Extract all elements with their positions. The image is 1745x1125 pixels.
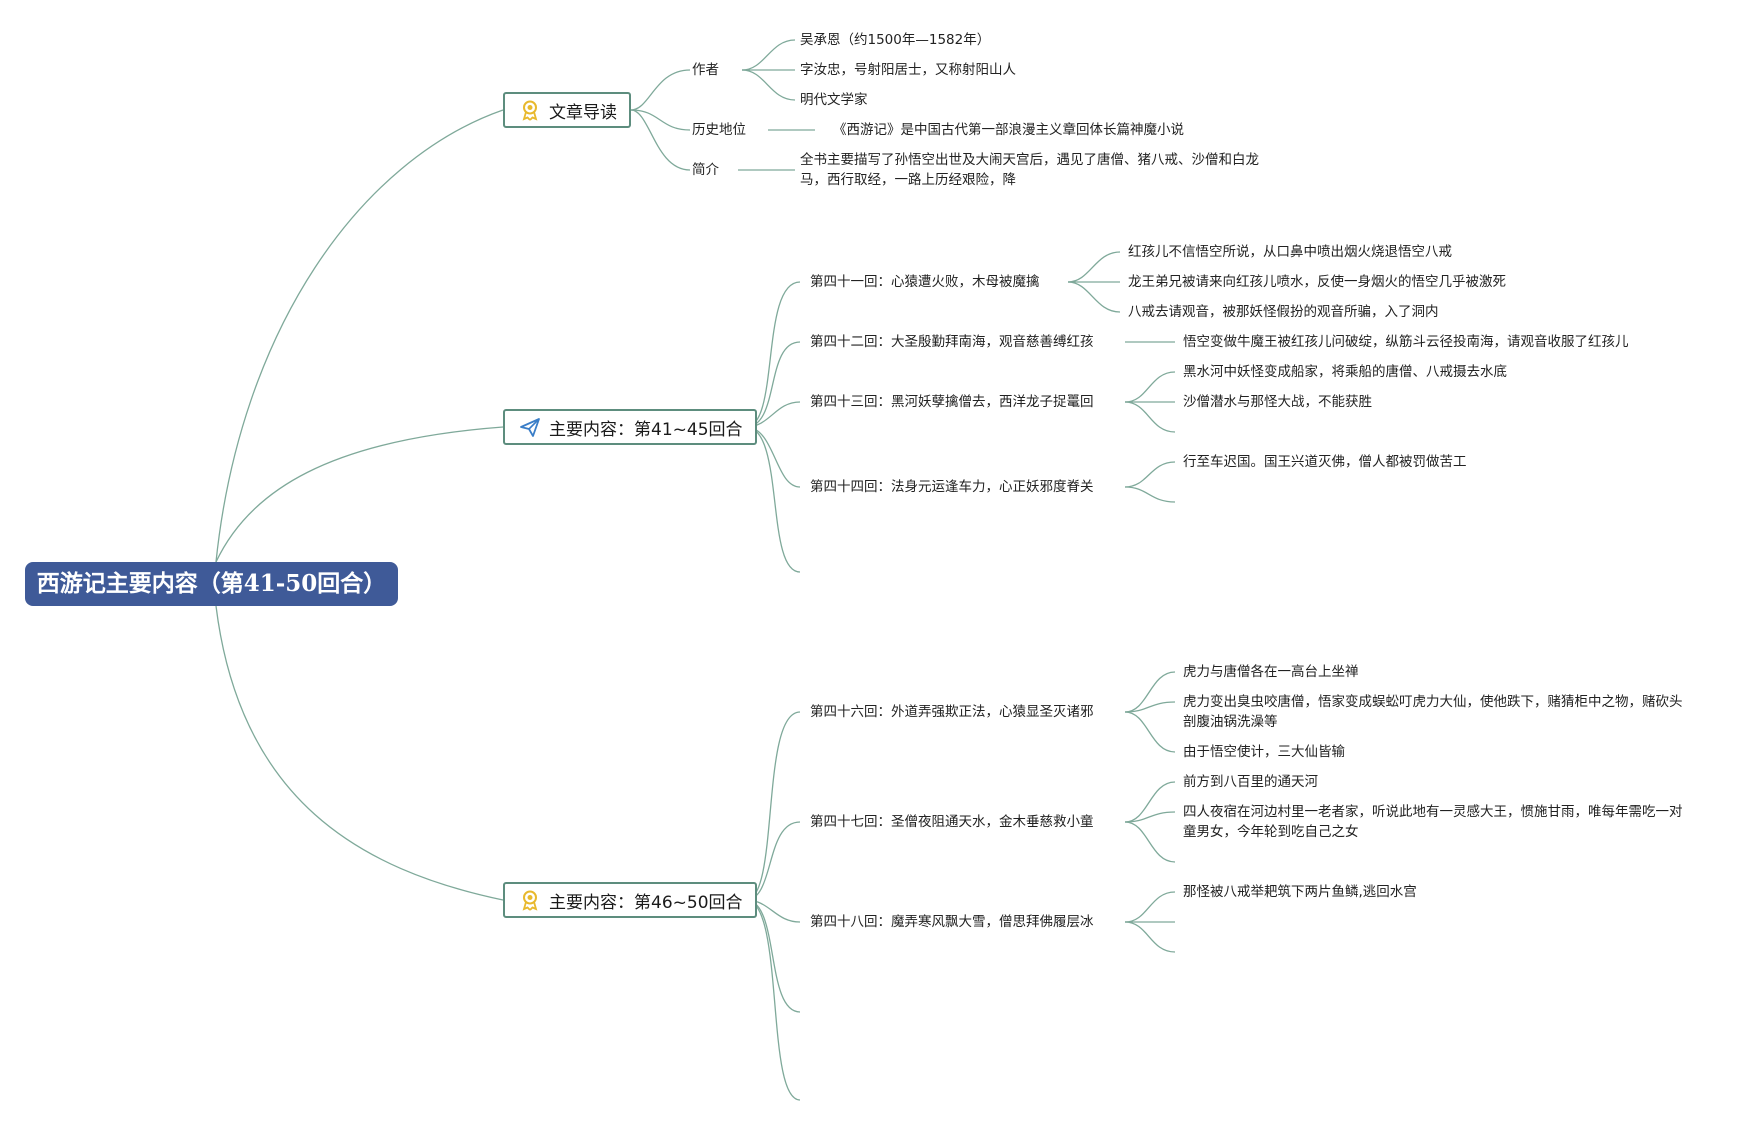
leaf-item[interactable]: 那怪被八戒举耙筑下两片鱼鳞,逃回水宫 — [1183, 884, 1417, 900]
leaf-item[interactable]: 红孩儿不信悟空所说，从口鼻中喷出烟火烧退悟空八戒 — [1128, 244, 1452, 260]
leaf-item[interactable]: 八戒去请观音，被那妖怪假扮的观音所骗，入了洞内 — [1128, 304, 1439, 320]
paper-plane-icon — [520, 418, 540, 437]
leaf-item[interactable]: 前方到八百里的通天河 — [1183, 774, 1318, 790]
topic-historical-status[interactable]: 历史地位 — [692, 122, 746, 138]
leaf-item[interactable]: 《西游记》是中国古代第一部浪漫主义章回体长篇神魔小说 — [833, 122, 1184, 138]
branch-content-46-50[interactable]: 主要内容：第46~50回合 — [503, 882, 757, 918]
topic-chapter-44[interactable]: 第四十四回：法身元运逢车力，心正妖邪度脊关 — [810, 479, 1094, 495]
branch-title: 主要内容：第46~50回合 — [549, 892, 743, 913]
leaf-item[interactable]: 龙王弟兄被请来向红孩儿喷水，反使一身烟火的悟空几乎被激死 — [1128, 274, 1506, 290]
branch-reading-guide[interactable]: 文章导读 — [503, 92, 631, 128]
award-ribbon-icon — [522, 890, 538, 911]
topic-chapter-43[interactable]: 第四十三回：黑河妖孽擒僧去，西洋龙子捉鼍回 — [810, 394, 1094, 410]
topic-introduction[interactable]: 简介 — [692, 162, 719, 178]
branch-title: 主要内容：第41~45回合 — [549, 419, 743, 440]
topic-chapter-48[interactable]: 第四十八回：魔弄寒风飘大雪，僧思拜佛履层冰 — [810, 914, 1094, 930]
leaf-item[interactable]: 全书主要描写了孙悟空出世及大闹天宫后，遇见了唐僧、猪八戒、沙僧和白龙马，西行取经… — [800, 152, 1259, 188]
leaf-item[interactable]: 行至车迟国。国王兴道灭佛，僧人都被罚做苦工 — [1183, 454, 1467, 470]
topic-author[interactable]: 作者 — [692, 62, 719, 78]
leaf-item[interactable]: 字汝忠，号射阳居士，又称射阳山人 — [800, 62, 1016, 78]
leaf-item[interactable]: 虎力变出臭虫咬唐僧，悟家变成蜈蚣叮虎力大仙，使他跌下，赌猜柜中之物，赌砍头剖腹油… — [1183, 694, 1683, 730]
leaf-item[interactable]: 悟空变做牛魔王被红孩儿问破绽，纵筋斗云径投南海，请观音收服了红孩儿 — [1183, 334, 1629, 350]
leaf-item[interactable]: 虎力与唐僧各在一高台上坐禅 — [1183, 664, 1359, 680]
root-topic[interactable]: 西游记主要内容（第41-50回合） — [25, 562, 398, 606]
branch-content-41-45[interactable]: 主要内容：第41~45回合 — [503, 409, 757, 445]
award-ribbon-icon — [522, 100, 538, 121]
leaf-item[interactable]: 黑水河中妖怪变成船家，将乘船的唐僧、八戒摄去水底 — [1183, 364, 1507, 380]
topic-chapter-41[interactable]: 第四十一回：心猿遭火败，木母被魔擒 — [810, 274, 1040, 290]
topic-chapter-42[interactable]: 第四十二回：大圣殷勤拜南海，观音慈善缚红孩 — [810, 334, 1094, 350]
leaf-item[interactable]: 明代文学家 — [800, 92, 868, 108]
leaf-item[interactable]: 吴承恩（约1500年—1582年） — [800, 32, 991, 48]
leaf-item[interactable]: 由于悟空使计，三大仙皆输 — [1183, 744, 1345, 760]
topic-chapter-47[interactable]: 第四十七回：圣僧夜阻通天水，金木垂慈救小童 — [810, 814, 1094, 830]
leaf-item[interactable]: 沙僧潜水与那怪大战，不能获胜 — [1183, 394, 1372, 410]
branch-title: 文章导读 — [549, 102, 617, 123]
leaf-item[interactable]: 四人夜宿在河边村里一老者家，听说此地有一灵感大王，惯施甘雨，唯每年需吃一对童男女… — [1183, 804, 1683, 840]
topic-chapter-46[interactable]: 第四十六回：外道弄强欺正法，心猿显圣灭诸邪 — [810, 704, 1094, 720]
